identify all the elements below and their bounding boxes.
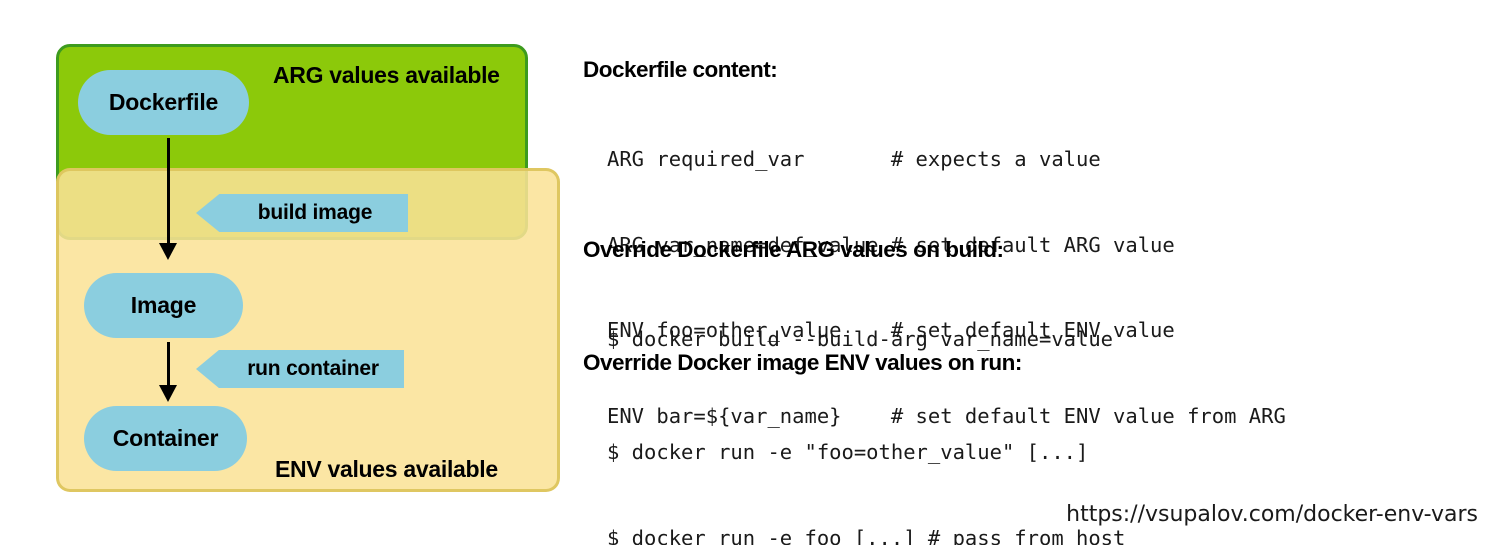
arrow-head [159, 243, 177, 260]
content-column: Dockerfile content: ARG required_var # e… [583, 0, 1494, 545]
code-line: ARG var_name=def_value # set default ARG… [607, 232, 1175, 257]
node-container: Container [84, 406, 247, 471]
docker-scope-diagram: Dockerfile Image Container build image r… [0, 0, 580, 545]
code-block-run: $ docker run -e "foo=other_value" [...] … [583, 381, 1494, 545]
node-image-label: Image [130, 292, 197, 318]
code-line: $ docker run -e foo [...] # pass from ho… [607, 525, 1126, 545]
section-dockerfile-content: Dockerfile content: ARG required_var # e… [583, 57, 1494, 487]
arrow-head [159, 385, 177, 402]
arrow-image-to-container [158, 342, 178, 402]
code-line: ENV bar=${var_name} # set default ENV va… [607, 403, 1286, 428]
node-dockerfile: Dockerfile [78, 70, 249, 135]
banner-build-image: build image [196, 194, 408, 232]
code-line: ARG required_var # expects a value [607, 147, 1101, 171]
arrow-shaft [166, 138, 170, 246]
code-line: $ docker run -e "foo=other_value" [...] [607, 440, 1089, 464]
node-image: Image [84, 273, 243, 338]
section-dockerfile-heading: Dockerfile content: [583, 57, 778, 82]
code-line: ENV foo=other_value # set default ENV va… [607, 318, 1175, 342]
banner-run-container: run container [196, 350, 404, 388]
banner-run-container-label: run container [247, 357, 379, 380]
node-dockerfile-label: Dockerfile [108, 89, 219, 115]
arg-scope-caption: ARG values available [273, 62, 500, 88]
arrow-shaft [166, 342, 170, 388]
banner-build-image-label: build image [257, 201, 373, 224]
code-block-dockerfile: ARG required_var # expects a value ARG v… [583, 88, 1494, 487]
section-override-arg-heading: Override Dockerfile ARG values on build: [583, 237, 1004, 262]
code-line: $ docker build --build-arg var_name=valu… [607, 327, 1114, 351]
env-scope-caption: ENV values available [275, 456, 498, 482]
source-url: https://vsupalov.com/docker-env-vars [1066, 502, 1478, 527]
section-override-env: Override Docker image ENV values on run:… [583, 350, 1494, 545]
section-override-arg: Override Dockerfile ARG values on build:… [583, 237, 1494, 411]
section-override-env-heading: Override Docker image ENV values on run: [583, 350, 1022, 375]
node-container-label: Container [112, 425, 219, 451]
arrow-dockerfile-to-image [158, 138, 178, 260]
code-block-build: $ docker build --build-arg var_name=valu… [583, 268, 1494, 411]
